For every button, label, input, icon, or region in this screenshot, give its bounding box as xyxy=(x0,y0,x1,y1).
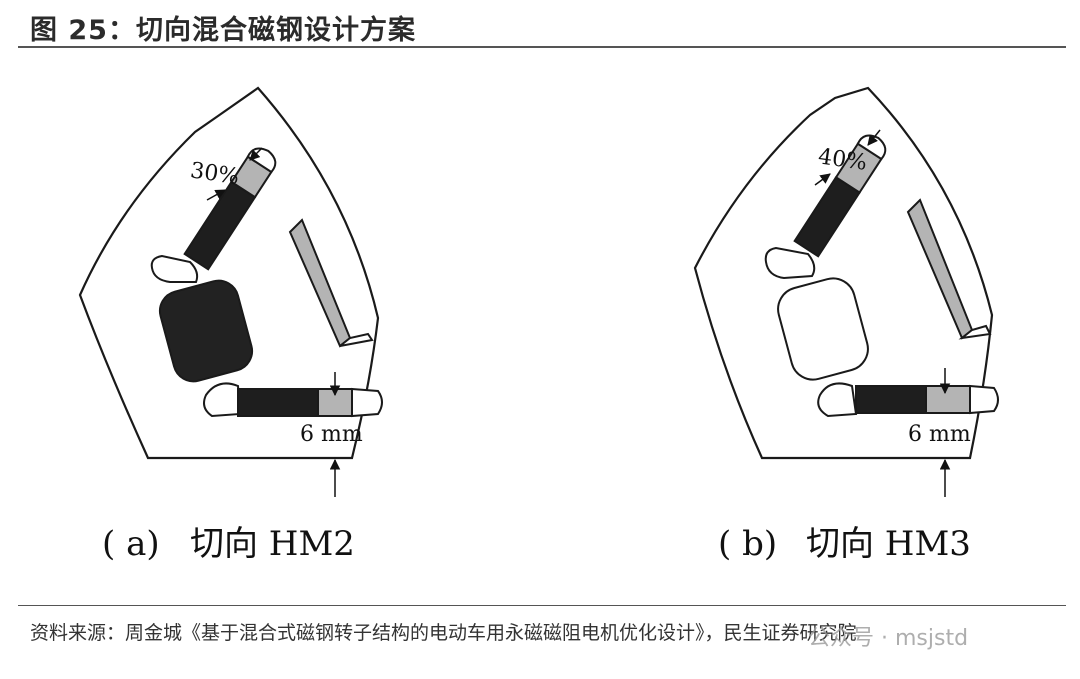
source-rule xyxy=(18,605,1066,606)
lower-ferrite-segment xyxy=(925,385,971,414)
center-magnet-b xyxy=(777,277,869,381)
title-rule xyxy=(18,46,1066,48)
caption-text-b: 切向 HM3 xyxy=(806,524,971,564)
watermark: 公众号 · msjstd xyxy=(808,626,969,651)
upper-flux-barrier xyxy=(764,246,816,280)
upper-hybrid-magnet xyxy=(793,134,887,258)
dim-label-bottom-a: 6 mm xyxy=(300,422,363,447)
caption-index-b: ( b) xyxy=(718,524,777,564)
dim-label-bottom-b: 6 mm xyxy=(908,422,971,447)
panel-b: 40% 6 mm ( b) 切向 HM3 xyxy=(693,86,999,564)
rotor-sector-outline xyxy=(78,86,380,460)
upper-hybrid-magnet xyxy=(183,147,277,271)
figure-title: 图 25：切向混合磁钢设计方案 xyxy=(30,15,416,46)
caption-index-a: ( a) xyxy=(102,524,160,564)
center-magnet-a xyxy=(158,279,254,383)
caption-text-a: 切向 HM2 xyxy=(190,524,355,564)
rotor-sector-outline xyxy=(693,86,994,460)
lower-ndfeb-segment xyxy=(855,385,927,414)
upper-flux-barrier xyxy=(150,254,199,283)
panel-a: 30% 6 mm ( a) 切向 HM2 xyxy=(78,86,383,564)
lower-ndfeb-segment xyxy=(237,388,319,417)
source-note: 资料来源：周金城《基于混合式磁钢转子结构的电动车用永磁磁阻电机优化设计》，民生证… xyxy=(30,622,857,644)
